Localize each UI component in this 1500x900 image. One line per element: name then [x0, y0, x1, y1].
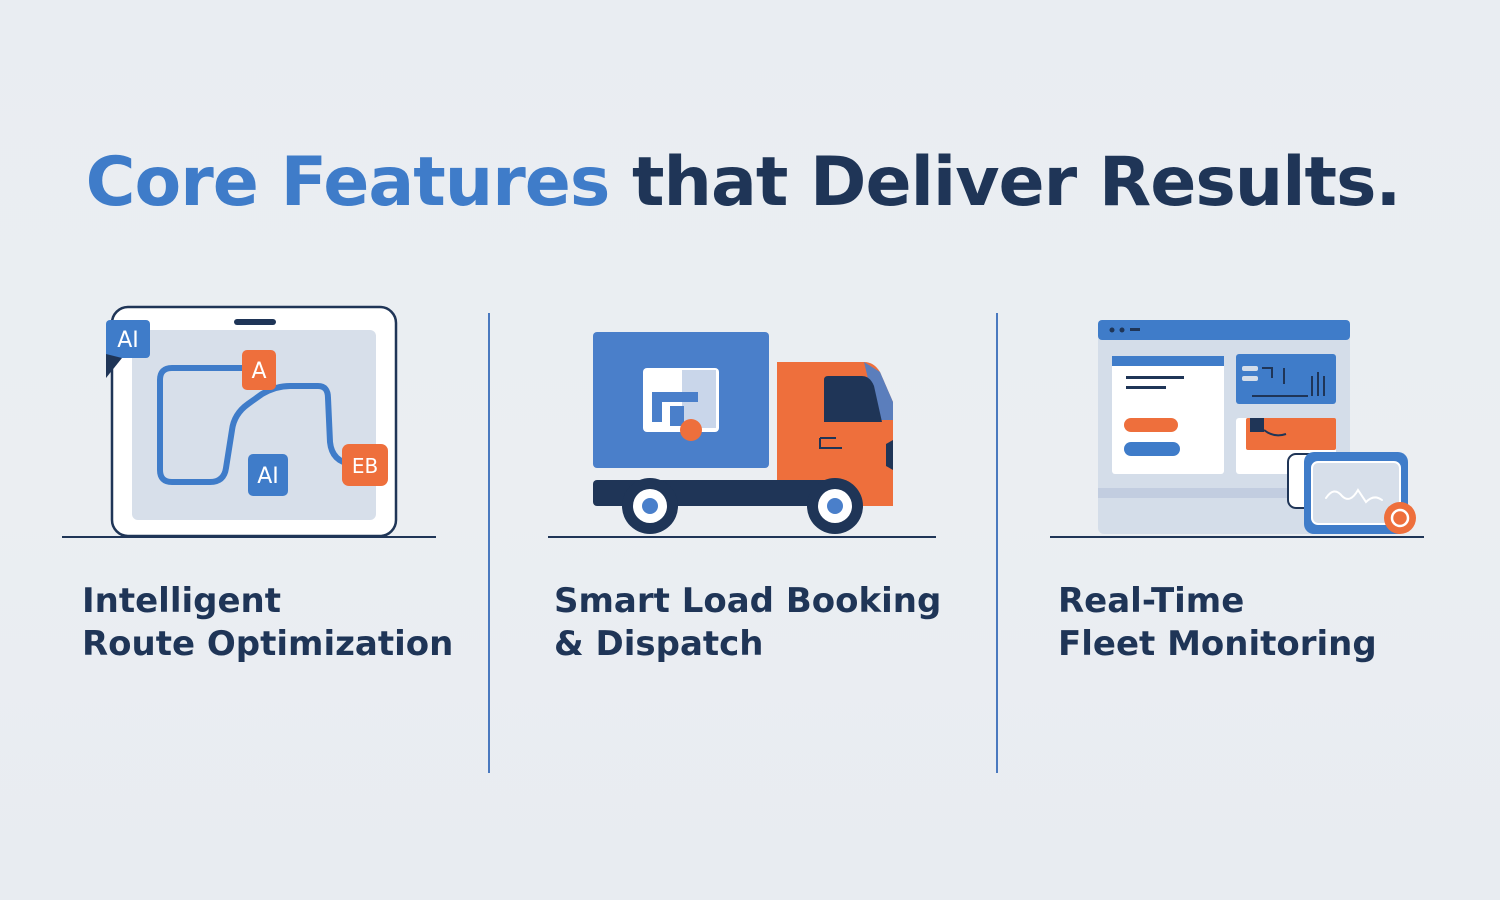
svg-text:A: A: [251, 359, 266, 384]
feature-label-line1: Smart Load Booking: [554, 581, 942, 621]
feature-label: Intelligent Route Optimization: [82, 580, 453, 666]
svg-text:AI: AI: [117, 328, 139, 353]
page-title: Core Features that Deliver Results.: [0, 138, 1486, 228]
feature-label: Real-Time Fleet Monitoring: [1058, 580, 1377, 666]
feature-label-line2: Fleet Monitoring: [1058, 624, 1377, 664]
column-divider-right: [996, 313, 998, 773]
column-divider-left: [488, 313, 490, 773]
point-a-badge: A: [242, 350, 276, 390]
feature-fleet-monitoring: Real-Time Fleet Monitoring: [1048, 290, 1428, 690]
delivery-truck-icon: [548, 332, 936, 538]
feature-label-line1: Real-Time: [1058, 581, 1245, 621]
feature-label-line2: Route Optimization: [82, 624, 454, 664]
svg-text:EB: EB: [352, 454, 378, 478]
route-map-tablet-icon: AI A AI EB: [62, 305, 436, 538]
ai-badge-bottom: AI: [248, 454, 288, 496]
monitoring-dashboard-icon: [1050, 320, 1424, 538]
svg-text:AI: AI: [257, 464, 279, 489]
destination-badge: EB: [342, 444, 388, 486]
title-rest: that Deliver Results.: [632, 143, 1401, 222]
feature-label-line2: & Dispatch: [554, 624, 764, 664]
ai-badge-top: AI: [106, 320, 150, 378]
title-accent: Core Features: [85, 143, 611, 222]
feature-load-booking: Smart Load Booking & Dispatch: [548, 290, 941, 690]
feature-label: Smart Load Booking & Dispatch: [554, 580, 941, 666]
feature-label-line1: Intelligent: [82, 581, 281, 621]
feature-route-optimization: AI A AI EB Intelligent Route Optimizatio…: [62, 290, 453, 690]
